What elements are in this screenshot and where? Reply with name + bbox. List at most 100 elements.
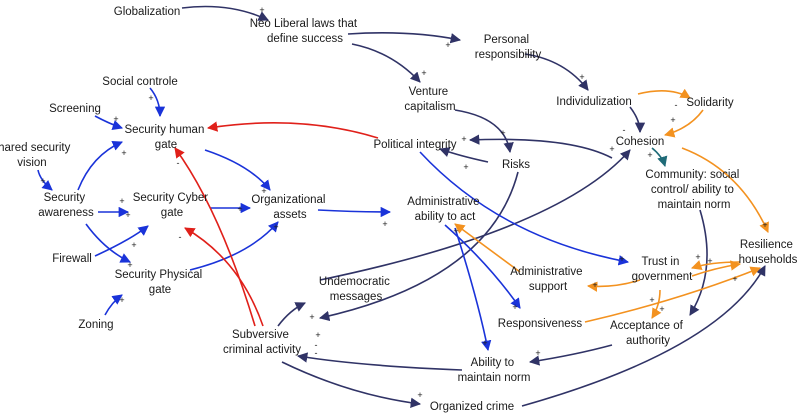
sign-plus: + xyxy=(647,150,652,160)
node-organizational-assets: Organizational assets xyxy=(251,194,328,221)
sign-plus: + xyxy=(125,210,130,220)
node-security-human-gate: Security human gate xyxy=(124,124,207,151)
link-screening-human xyxy=(94,115,123,130)
link-subversive-human xyxy=(174,147,256,327)
sign-plus: + xyxy=(417,390,422,400)
link-social-controle-human xyxy=(149,87,166,118)
sign-minus: - xyxy=(623,125,626,135)
link-admin-support-admin-ability xyxy=(454,223,521,273)
link-risks-political xyxy=(439,147,489,163)
node-individualization: Individulization xyxy=(556,96,631,108)
node-venture-capitalism: Venture capitalism xyxy=(404,86,455,113)
link-awareness-physical xyxy=(85,223,131,263)
sign-minus: - xyxy=(179,232,182,242)
sign-plus: + xyxy=(463,162,468,172)
node-political-integrity: Political integrity xyxy=(373,139,456,151)
link-admin-ability-norm xyxy=(454,227,492,352)
sign-plus: + xyxy=(119,295,124,305)
sign-plus: + xyxy=(649,295,654,305)
sign-plus: + xyxy=(119,196,124,206)
node-social-controle: Social controle xyxy=(102,76,177,88)
node-organized-crime: Organized crime xyxy=(430,401,514,413)
node-administrative-support: Administrative support xyxy=(510,266,585,293)
sign-plus: + xyxy=(579,72,584,82)
link-risks-subversive xyxy=(318,171,519,322)
link-vision-awareness xyxy=(37,169,53,191)
link-neoliberal-venture xyxy=(351,43,421,83)
sign-minus: - xyxy=(177,158,180,168)
link-trust-resilience xyxy=(691,260,742,277)
sign-minus: - xyxy=(315,340,318,350)
sign-plus: + xyxy=(461,134,466,144)
sign-plus: + xyxy=(592,280,597,290)
sign-plus: + xyxy=(659,304,664,314)
node-neoliberal: Neo Liberal laws that define success xyxy=(250,18,361,45)
link-firewall-cyber xyxy=(94,225,149,257)
link-community-resilience xyxy=(681,147,769,233)
sign-plus: + xyxy=(237,204,242,214)
node-subversive-criminal-activity: Subversive criminal activity xyxy=(223,329,301,356)
link-political-human xyxy=(206,121,379,139)
links xyxy=(37,5,769,408)
node-firewall: Firewall xyxy=(52,253,92,265)
node-undemocratic-messages: Undemocratic messages xyxy=(319,276,393,303)
polarity-signs: + + + + + + - + - + + + + + - + + + + + … xyxy=(40,5,767,400)
sign-minus: - xyxy=(315,348,318,358)
link-physical-assets xyxy=(189,221,279,271)
link-community-acceptance xyxy=(689,209,708,316)
link-awareness-human xyxy=(77,140,123,191)
node-ability-to-maintain-norm: Ability to maintain norm xyxy=(458,357,531,384)
sign-plus: + xyxy=(421,68,426,78)
node-globalization: Globalization xyxy=(114,6,180,18)
sign-plus: + xyxy=(482,338,487,348)
sign-plus: + xyxy=(535,348,540,358)
link-cohesion-political xyxy=(468,134,613,159)
link-neoliberal-personal xyxy=(347,32,462,44)
node-screening: Screening xyxy=(49,103,101,115)
link-assets-admin xyxy=(317,206,392,218)
link-individualization-solidarity xyxy=(637,88,691,99)
sign-plus: + xyxy=(131,240,136,250)
sign-plus: + xyxy=(707,256,712,266)
link-personal-individualization xyxy=(524,53,589,91)
sign-plus: + xyxy=(261,186,266,196)
sign-plus: + xyxy=(121,148,126,158)
link-trust-acceptance xyxy=(651,289,662,319)
sign-plus: + xyxy=(609,144,614,154)
link-human-assets xyxy=(204,149,271,191)
sign-plus: + xyxy=(453,226,458,236)
link-solidarity-cohesion xyxy=(663,109,704,138)
sign-plus: + xyxy=(309,312,314,322)
sign-plus: + xyxy=(40,176,45,186)
node-administrative-ability: Administrative ability to act xyxy=(407,196,482,223)
node-security-awareness: Security awareness xyxy=(38,192,94,219)
sign-plus: + xyxy=(273,222,278,232)
link-admin-responsiveness xyxy=(444,224,521,309)
node-solidarity: Solidarity xyxy=(686,97,734,109)
node-community: Community: social control/ ability to ma… xyxy=(645,169,742,211)
node-resilience-households: Resilience households xyxy=(739,239,798,266)
link-ability-subversive xyxy=(296,352,463,371)
node-trust-in-government: Trust in government xyxy=(632,256,694,283)
sign-plus: + xyxy=(512,302,517,312)
link-responsiveness-resilience xyxy=(584,266,761,323)
sign-plus: + xyxy=(500,128,505,138)
sign-plus: + xyxy=(127,260,132,270)
node-responsiveness: Responsiveness xyxy=(498,318,583,330)
sign-plus: + xyxy=(670,115,675,125)
link-organized-resilience xyxy=(521,265,766,407)
link-venture-risks xyxy=(454,109,514,154)
link-political-trust xyxy=(419,151,630,266)
sign-minus: - xyxy=(675,100,678,110)
node-shared-security-vision: Shared security vision xyxy=(0,142,74,169)
sign-plus: + xyxy=(148,93,153,103)
node-zoning: Zoning xyxy=(78,319,113,331)
sign-plus: + xyxy=(445,40,450,50)
sign-plus: + xyxy=(619,254,624,264)
node-cohesion: Cohesion xyxy=(616,136,665,148)
link-zoning-physical xyxy=(104,294,123,316)
node-acceptance-of-authority: Acceptance of authority xyxy=(610,320,686,347)
link-acceptance-ability xyxy=(528,344,613,366)
link-globalization-neoliberal xyxy=(181,5,269,21)
